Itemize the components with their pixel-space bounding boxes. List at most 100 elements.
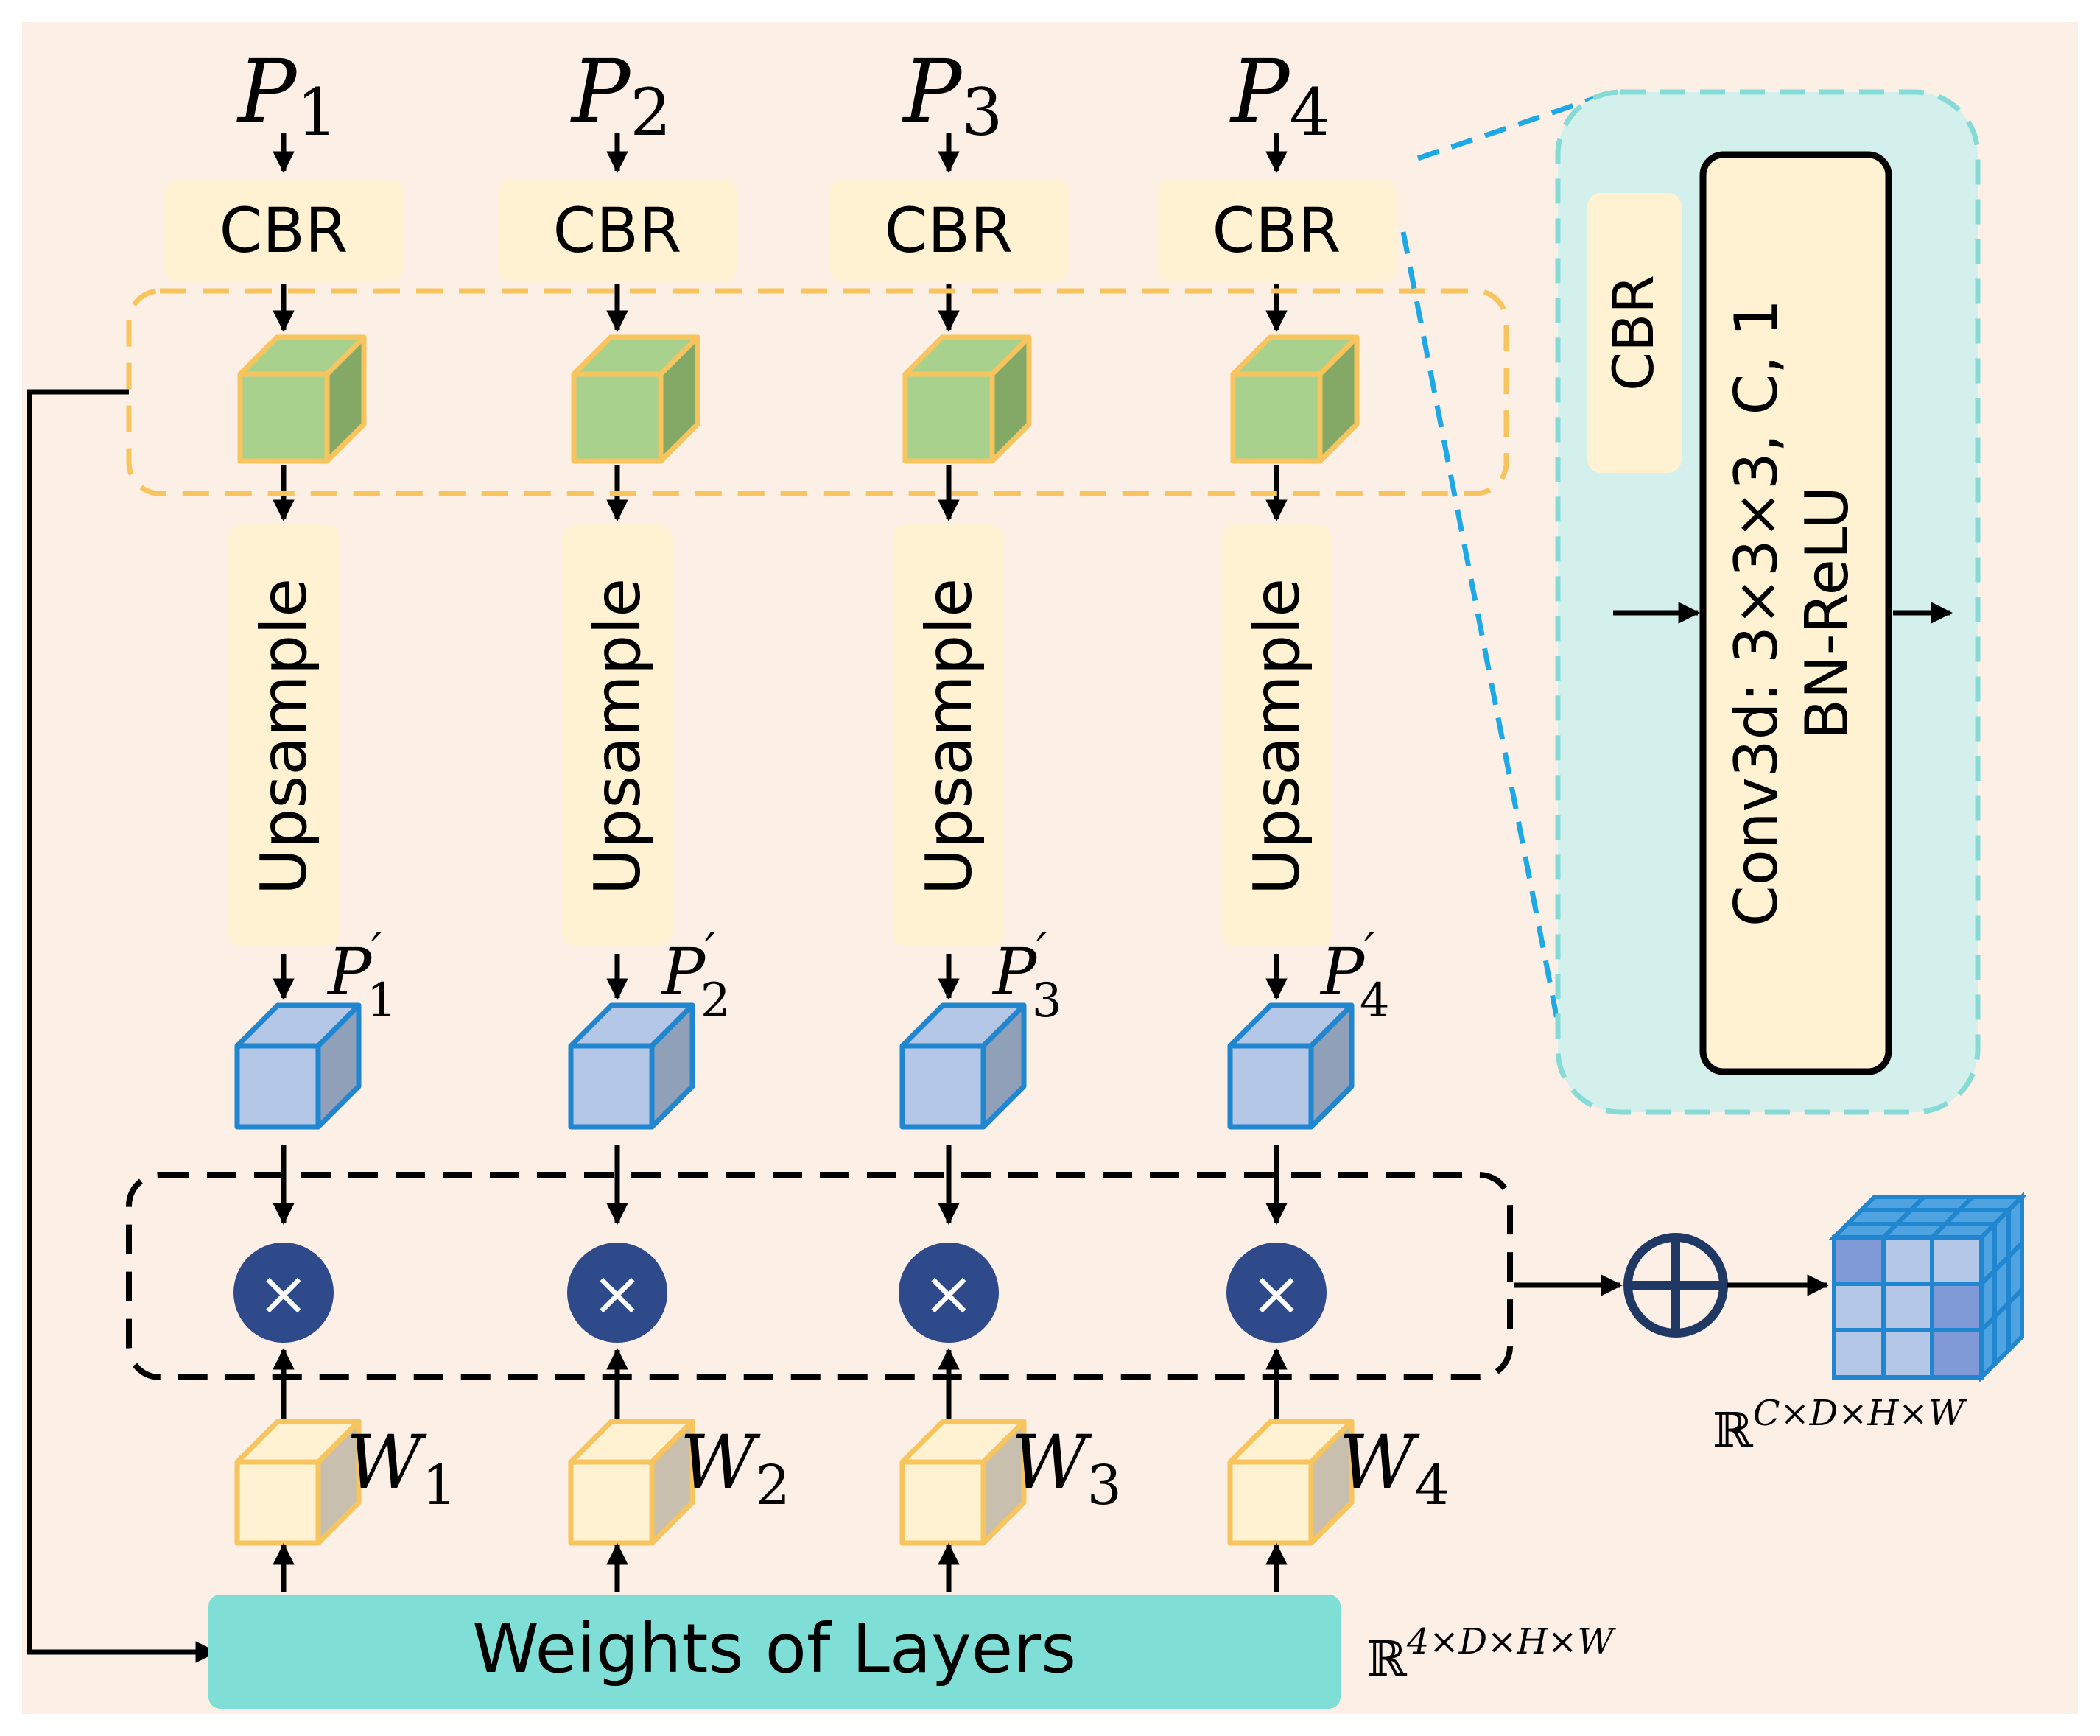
weight-cube: [1227, 1419, 1355, 1546]
input-label: P4: [1229, 41, 1330, 150]
upsampled-label: P′3: [991, 924, 1062, 1028]
output-dim-base: ℝ: [1713, 1402, 1754, 1459]
upsample-block: [1221, 524, 1332, 946]
upsampled-cube: [234, 1002, 362, 1130]
input-symbol: P: [570, 41, 632, 142]
feature-cube: [571, 334, 700, 464]
upsampled-symbol: P: [991, 934, 1038, 1010]
weight-symbol: W: [1339, 1419, 1420, 1505]
cbr-detail-tag-label: CBR: [1601, 275, 1666, 391]
feature-group-frame: [126, 288, 1509, 496]
upsampled-subscript: 4: [1360, 974, 1390, 1028]
input-label: P1: [236, 41, 337, 150]
feature-cube: [902, 334, 1032, 464]
cbr-label: CBR: [885, 194, 1014, 267]
weight-cube: [568, 1419, 695, 1546]
upsampled-symbol: P: [326, 934, 373, 1010]
weight-symbol: W: [346, 1419, 427, 1505]
feature-cube: [237, 334, 367, 464]
cbr-block: [1157, 179, 1397, 282]
input-symbol: P: [1229, 41, 1291, 142]
feature-columns: P1CBRUpsampleP′1×W1P2CBRUpsampleP′2×W2P3…: [164, 41, 1450, 1592]
multiply-symbol: ×: [1251, 1257, 1302, 1329]
upsample-label: Upsample: [913, 578, 986, 895]
upsampled-symbol: P: [1319, 934, 1366, 1010]
cbr-detail-tag: [1587, 193, 1682, 473]
weight-label: W3: [1011, 1419, 1122, 1517]
multiply-symbol: ×: [258, 1257, 309, 1329]
input-symbol: P: [236, 41, 298, 142]
upsampled-cube: [568, 1002, 695, 1130]
upsampled-cube: [899, 1002, 1027, 1130]
input-subscript: 2: [630, 74, 671, 150]
multiply-group-frame: [126, 1172, 1513, 1380]
input-label: P3: [902, 41, 1002, 150]
weight-cube: [899, 1419, 1027, 1546]
weight-symbol: W: [680, 1419, 761, 1505]
input-subscript: 1: [296, 74, 337, 150]
weight-subscript: 3: [1087, 1454, 1122, 1517]
upsampled-subscript: 2: [700, 974, 731, 1028]
upsampled-prime: ′: [371, 924, 382, 976]
upsample-label: Upsample: [1240, 578, 1314, 895]
cbr-label: CBR: [553, 194, 682, 267]
input-label: P2: [570, 41, 671, 150]
cbr-block: [164, 179, 404, 282]
upsample-block: [893, 524, 1004, 946]
upsample-label: Upsample: [247, 578, 321, 895]
multiply-node: [233, 1243, 334, 1343]
input-subscript: 4: [1289, 74, 1330, 150]
upsample-block: [562, 524, 673, 946]
multiply-node: [899, 1243, 999, 1343]
upsampled-subscript: 3: [1032, 974, 1062, 1028]
weights-dim-base: ℝ: [1366, 1631, 1408, 1687]
upsample-label: Upsample: [581, 578, 655, 895]
feature-cube: [1230, 334, 1360, 464]
zoom-line-bottom: [1400, 231, 1565, 1043]
upsampled-symbol: P: [660, 934, 706, 1010]
cbr-block: [498, 179, 737, 282]
upsampled-subscript: 1: [367, 974, 397, 1028]
cbr-detail-line1: Conv3d: 3×3×3, C, 1: [1722, 299, 1791, 927]
weight-label: W2: [680, 1419, 790, 1517]
weights-of-layers-label: Weights of Layers: [472, 1609, 1076, 1688]
weight-label: W1: [346, 1419, 457, 1517]
multiply-node: [1226, 1243, 1327, 1343]
upsampled-label: P′1: [326, 924, 397, 1028]
upsample-block: [228, 524, 339, 946]
output-dim-exponent: C×D×H×W: [1753, 1393, 1967, 1434]
cbr-label: CBR: [1212, 194, 1341, 267]
input-symbol: P: [902, 41, 963, 142]
output-volume-icon: [1828, 1191, 2028, 1383]
upsampled-prime: ′: [705, 924, 715, 976]
cbr-detail-line2: BN-ReLU: [1793, 486, 1861, 739]
output-dimension: ℝC×D×H×W: [1713, 1393, 1967, 1459]
weights-of-layers-box: [208, 1595, 1341, 1709]
weight-symbol: W: [1011, 1419, 1092, 1505]
weights-dimension: ℝ4×D×H×W: [1366, 1621, 1616, 1687]
cbr-detail-block: [1699, 151, 1892, 1075]
cbr-block: [829, 179, 1069, 282]
feedback-path: [27, 389, 217, 1663]
multiply-node: [567, 1243, 667, 1343]
weight-subscript: 1: [422, 1454, 457, 1517]
upsampled-cube: [1227, 1002, 1355, 1130]
multiply-symbol: ×: [591, 1257, 643, 1329]
weight-cube: [234, 1419, 362, 1546]
multiply-symbol: ×: [923, 1257, 975, 1329]
weight-label: W4: [1339, 1419, 1450, 1517]
weight-subscript: 4: [1415, 1454, 1450, 1517]
upsampled-prime: ′: [1036, 924, 1047, 976]
upsampled-label: P′2: [660, 924, 731, 1028]
cbr-label: CBR: [220, 194, 348, 267]
input-subscript: 3: [961, 74, 1002, 150]
upsampled-label: P′4: [1319, 924, 1390, 1028]
weights-dim-exponent: 4×D×H×W: [1406, 1621, 1617, 1662]
upsampled-prime: ′: [1364, 924, 1374, 976]
weight-subscript: 2: [756, 1454, 790, 1517]
